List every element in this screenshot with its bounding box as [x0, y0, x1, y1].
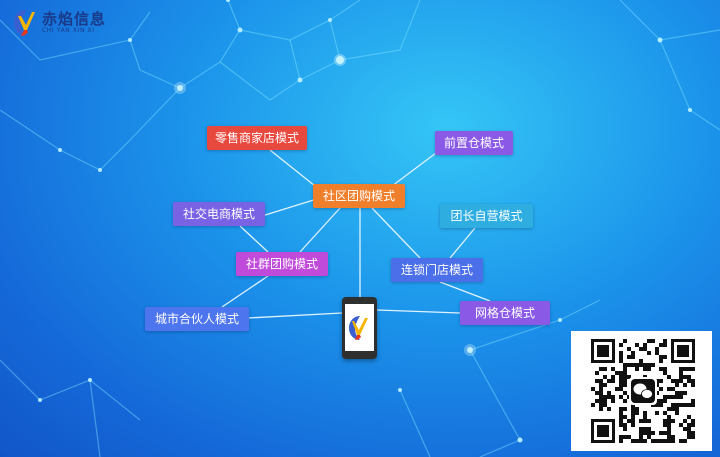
qr-code-panel: [571, 331, 712, 451]
brand-name: 赤焰信息: [42, 10, 107, 28]
brand-subtitle: CHI YAN XIN XI: [42, 27, 95, 34]
phone-screen: [345, 304, 374, 351]
link-shequn-chengshi: [221, 275, 269, 308]
logo-mark-icon: [14, 10, 35, 36]
link-tuanzhang-liansuo: [449, 227, 476, 259]
node-liansuo: 连锁门店模式: [391, 258, 483, 282]
link-center-qianzhi: [391, 149, 441, 187]
node-shequn: 社群团购模式: [236, 252, 328, 276]
link-center-liansuo: [371, 207, 421, 259]
node-wangge: 网格仓模式: [460, 301, 550, 325]
link-phone-wangge: [376, 309, 461, 314]
node-lingshou: 零售商家店模式: [207, 126, 307, 150]
qr-code: [591, 339, 695, 443]
smartphone-icon: [342, 297, 377, 359]
wechat-icon: [631, 379, 655, 403]
app-logo-icon: [349, 316, 368, 340]
link-chengshi-phone: [247, 312, 343, 319]
node-chengshi: 城市合伙人模式: [145, 307, 249, 331]
node-tuanzhang: 团长自营模式: [440, 204, 533, 228]
brand-logo: 赤焰信息 CHI YAN XIN XI: [8, 6, 118, 40]
node-shejiao: 社交电商模式: [173, 202, 265, 226]
link-shejiao-shequn: [239, 225, 269, 253]
node-qianzhi: 前置仓模式: [435, 131, 513, 155]
link-center-shejiao: [261, 197, 321, 217]
link-liansuo-wangge: [439, 281, 491, 302]
link-center-shequn: [299, 207, 341, 253]
node-center: 社区团购模式: [313, 184, 405, 208]
link-center-lingshou: [269, 149, 316, 187]
